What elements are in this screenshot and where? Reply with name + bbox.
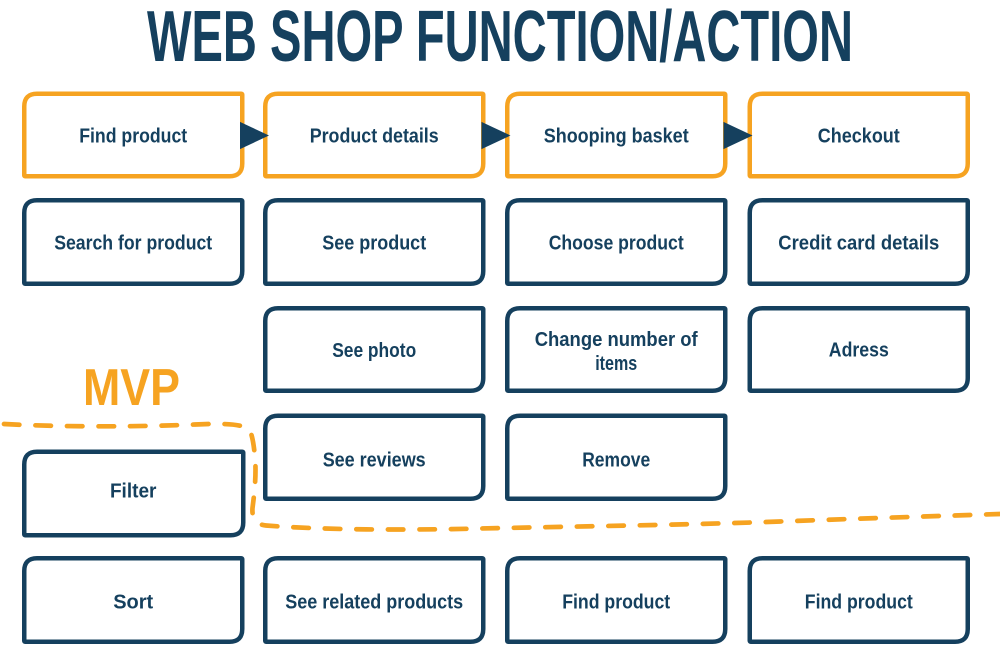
svg-text:Search for product: Search for product bbox=[54, 231, 212, 254]
svg-text:Find product: Find product bbox=[805, 591, 913, 614]
svg-text:See reviews: See reviews bbox=[323, 449, 426, 472]
svg-text:Find product: Find product bbox=[79, 124, 187, 147]
svg-text:See related products: See related products bbox=[285, 591, 463, 614]
svg-text:Checkout: Checkout bbox=[818, 124, 900, 147]
svg-text:Find product: Find product bbox=[562, 591, 670, 614]
svg-text:Credit card details: Credit card details bbox=[778, 231, 939, 254]
svg-text:WEB SHOP FUNCTION/ACTION: WEB SHOP FUNCTION/ACTION bbox=[147, 0, 853, 77]
svg-text:See product: See product bbox=[322, 231, 426, 254]
svg-text:items: items bbox=[595, 352, 637, 375]
svg-text:Sort: Sort bbox=[113, 591, 153, 614]
svg-text:Filter: Filter bbox=[110, 479, 157, 502]
svg-text:Product details: Product details bbox=[310, 124, 439, 147]
svg-text:MVP: MVP bbox=[83, 358, 180, 416]
svg-text:Remove: Remove bbox=[582, 449, 650, 472]
svg-text:See photo: See photo bbox=[332, 339, 416, 362]
svg-text:Shooping basket: Shooping basket bbox=[544, 124, 689, 147]
svg-text:Change number of: Change number of bbox=[535, 328, 698, 351]
svg-text:Adress: Adress bbox=[829, 338, 889, 361]
svg-text:Choose product: Choose product bbox=[549, 231, 684, 254]
